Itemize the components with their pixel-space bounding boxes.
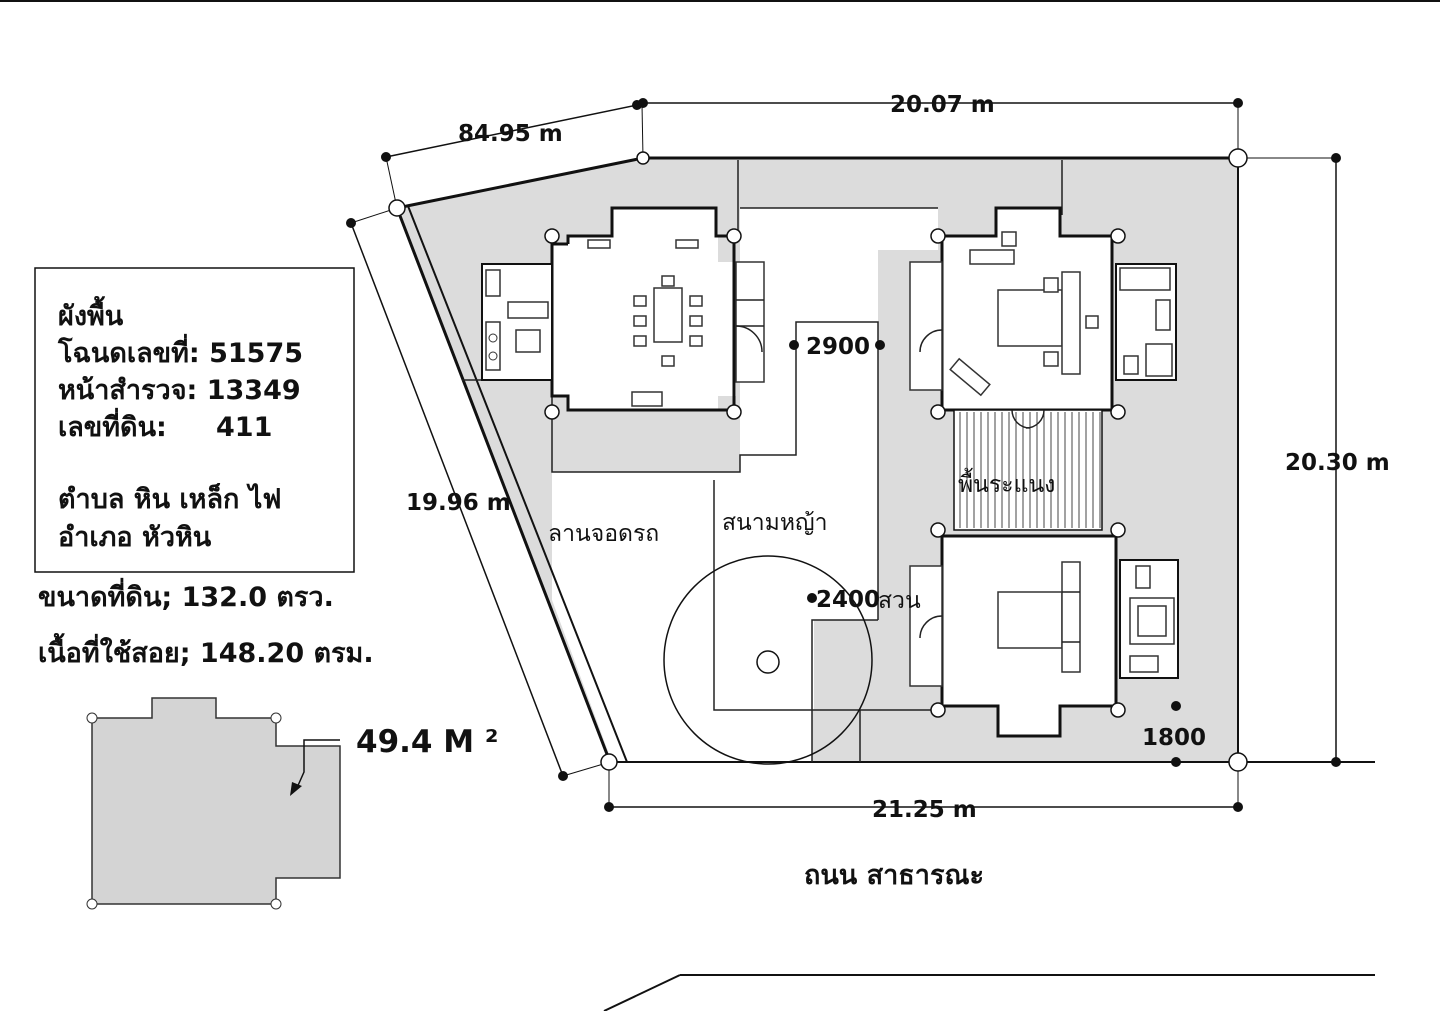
info-deed: โฉนดเลขที่: 51575 xyxy=(57,333,303,369)
label-garden: สวน xyxy=(878,588,921,614)
bathroom-2 xyxy=(1119,559,1179,679)
deck xyxy=(953,409,1103,531)
info-subdistrict: ตำบล หิน เหล็ก ไฟ xyxy=(58,481,281,515)
label-deck: พื้นระแนง xyxy=(958,468,1055,498)
road-edge xyxy=(603,974,681,1011)
info-title: ผังพื้น xyxy=(58,295,124,332)
info-land-no-value: 411 xyxy=(216,412,272,443)
info-box xyxy=(34,267,355,573)
kitchen xyxy=(481,263,553,381)
info-land-no-label: เลขที่ดิน: xyxy=(58,407,167,443)
dimension-left: 19.96 m xyxy=(406,490,511,516)
label-parking: ลานจอดรถ xyxy=(548,521,659,547)
land-size: ขนาดที่ดิน; 132.0 ตรว. xyxy=(38,577,334,613)
dining-room xyxy=(544,206,765,420)
garden-circle xyxy=(663,555,873,765)
bathroom-1 xyxy=(1115,263,1177,381)
bedroom-2 xyxy=(909,522,1126,738)
dimension-2900: 2900 xyxy=(806,334,870,360)
road-label: ถนน สาธารณะ xyxy=(804,860,984,891)
bedroom-1 xyxy=(909,206,1126,420)
dimension-top-left: 84.95 m xyxy=(458,121,563,147)
footprint-plan xyxy=(86,697,341,910)
dimension-bottom: 21.25 m xyxy=(872,797,977,823)
usable-area: เนื้อที่ใช้สอย; 148.20 ตรม. xyxy=(38,632,374,669)
dimension-2400: 2400 xyxy=(816,587,880,613)
info-district: อำเภอ หัวหิน xyxy=(58,522,212,553)
dimension-lines xyxy=(346,98,1341,812)
dimension-right: 20.30 m xyxy=(1285,450,1390,476)
footprint-area: 49.4 M ² xyxy=(356,724,499,760)
dimension-top: 20.07 m xyxy=(890,92,995,118)
dimension-1800: 1800 xyxy=(1142,725,1206,751)
info-survey: หน้าสำรวจ: 13349 xyxy=(58,375,301,406)
label-lawn: สนามหญ้า xyxy=(722,510,828,536)
tree-icon xyxy=(756,650,780,674)
lawn-area xyxy=(740,208,938,455)
